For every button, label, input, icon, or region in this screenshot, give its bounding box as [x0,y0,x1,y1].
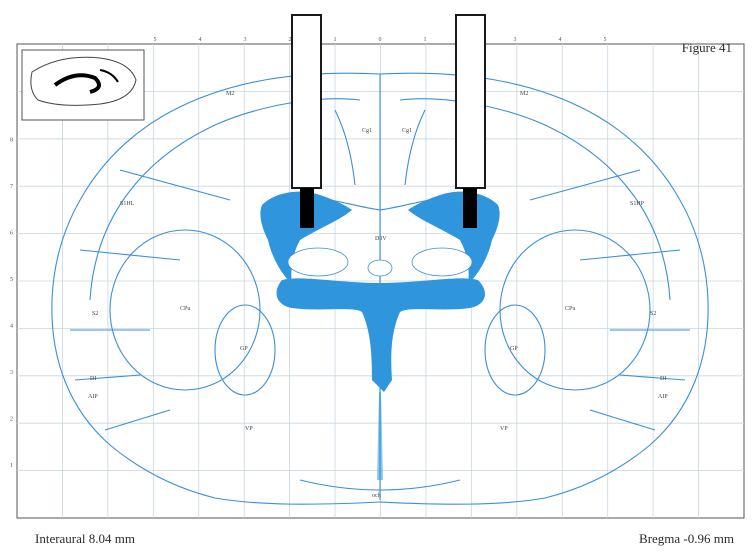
region-label: M2 [226,91,234,97]
region-label: VP [500,426,508,432]
third-ventricle-ventral [377,392,383,480]
top-tick-label: 0 [379,37,382,43]
third-ventricle-dorsal [276,278,485,392]
region-label: AIP [658,394,668,400]
region-label: D3V [375,236,387,242]
sector-lines-right [529,169,690,431]
bregma-label: Bregma -0.96 mm [639,531,734,546]
sagittal-inset [21,49,145,121]
region-label: VP [245,426,253,432]
cingulate-left [334,109,356,186]
left-tick-label: 5 [10,277,13,283]
gp-right [484,304,546,396]
optic-chiasm [299,479,461,491]
region-label: Cg1 [402,128,412,134]
cortex-inner-right [399,98,671,301]
figure-label: Figure 41 [681,40,732,55]
region-label: S2 [650,311,656,317]
top-tick-label: 3 [514,37,517,43]
region-label: DI [660,376,666,382]
gp-left [214,304,276,396]
cpu-right [499,229,651,391]
region-labels: Cg1 Cg1 M2 M2 S1HL S1HP CPu CPu GP GP S2… [88,91,668,499]
left-cannula [291,14,322,189]
region-label: AIP [88,394,98,400]
region-label: Cg1 [362,128,372,134]
left-tick-label: 7 [10,184,13,190]
sector-lines-left [70,169,231,431]
top-tick-label: 1 [334,37,337,43]
top-tick-label: 5 [154,37,157,43]
region-label: S1HL [120,201,135,207]
region-label: S2 [92,311,98,317]
region-label: GP [240,346,248,352]
left-tick-label: 8 [10,138,13,144]
top-tick-label: 4 [559,37,562,43]
top-tick-label: 3 [244,37,247,43]
top-tick-label: 4 [199,37,202,43]
left-tick-label: 4 [10,324,13,330]
right-cannula [455,14,486,189]
top-tick-label: 2 [289,37,292,43]
region-label: DI [90,376,96,382]
sfo [367,259,393,277]
interaural-label: Interaural 8.04 mm [35,531,135,546]
region-label: M2 [520,91,528,97]
fimbria-left [287,247,349,277]
region-label: CPu [565,306,575,312]
left-tick-label: 1 [10,463,13,469]
lateral-ventricle-left [260,191,352,284]
fimbria-right [411,247,473,277]
top-tick-label: 1 [424,37,427,43]
top-tick-label: 5 [604,37,607,43]
left-cannula-tip [300,188,314,228]
region-label: CPu [180,306,190,312]
cingulate-right [404,109,426,186]
region-label: S1HP [630,201,645,207]
brain-outline [51,72,709,505]
right-cannula-tip [463,188,477,228]
left-tick-label: 6 [10,231,13,237]
left-tick-label: 3 [10,370,13,376]
region-label: och [372,493,381,499]
left-tick-label: 2 [10,417,13,423]
cpu-left [109,229,261,391]
region-label: GP [510,346,518,352]
